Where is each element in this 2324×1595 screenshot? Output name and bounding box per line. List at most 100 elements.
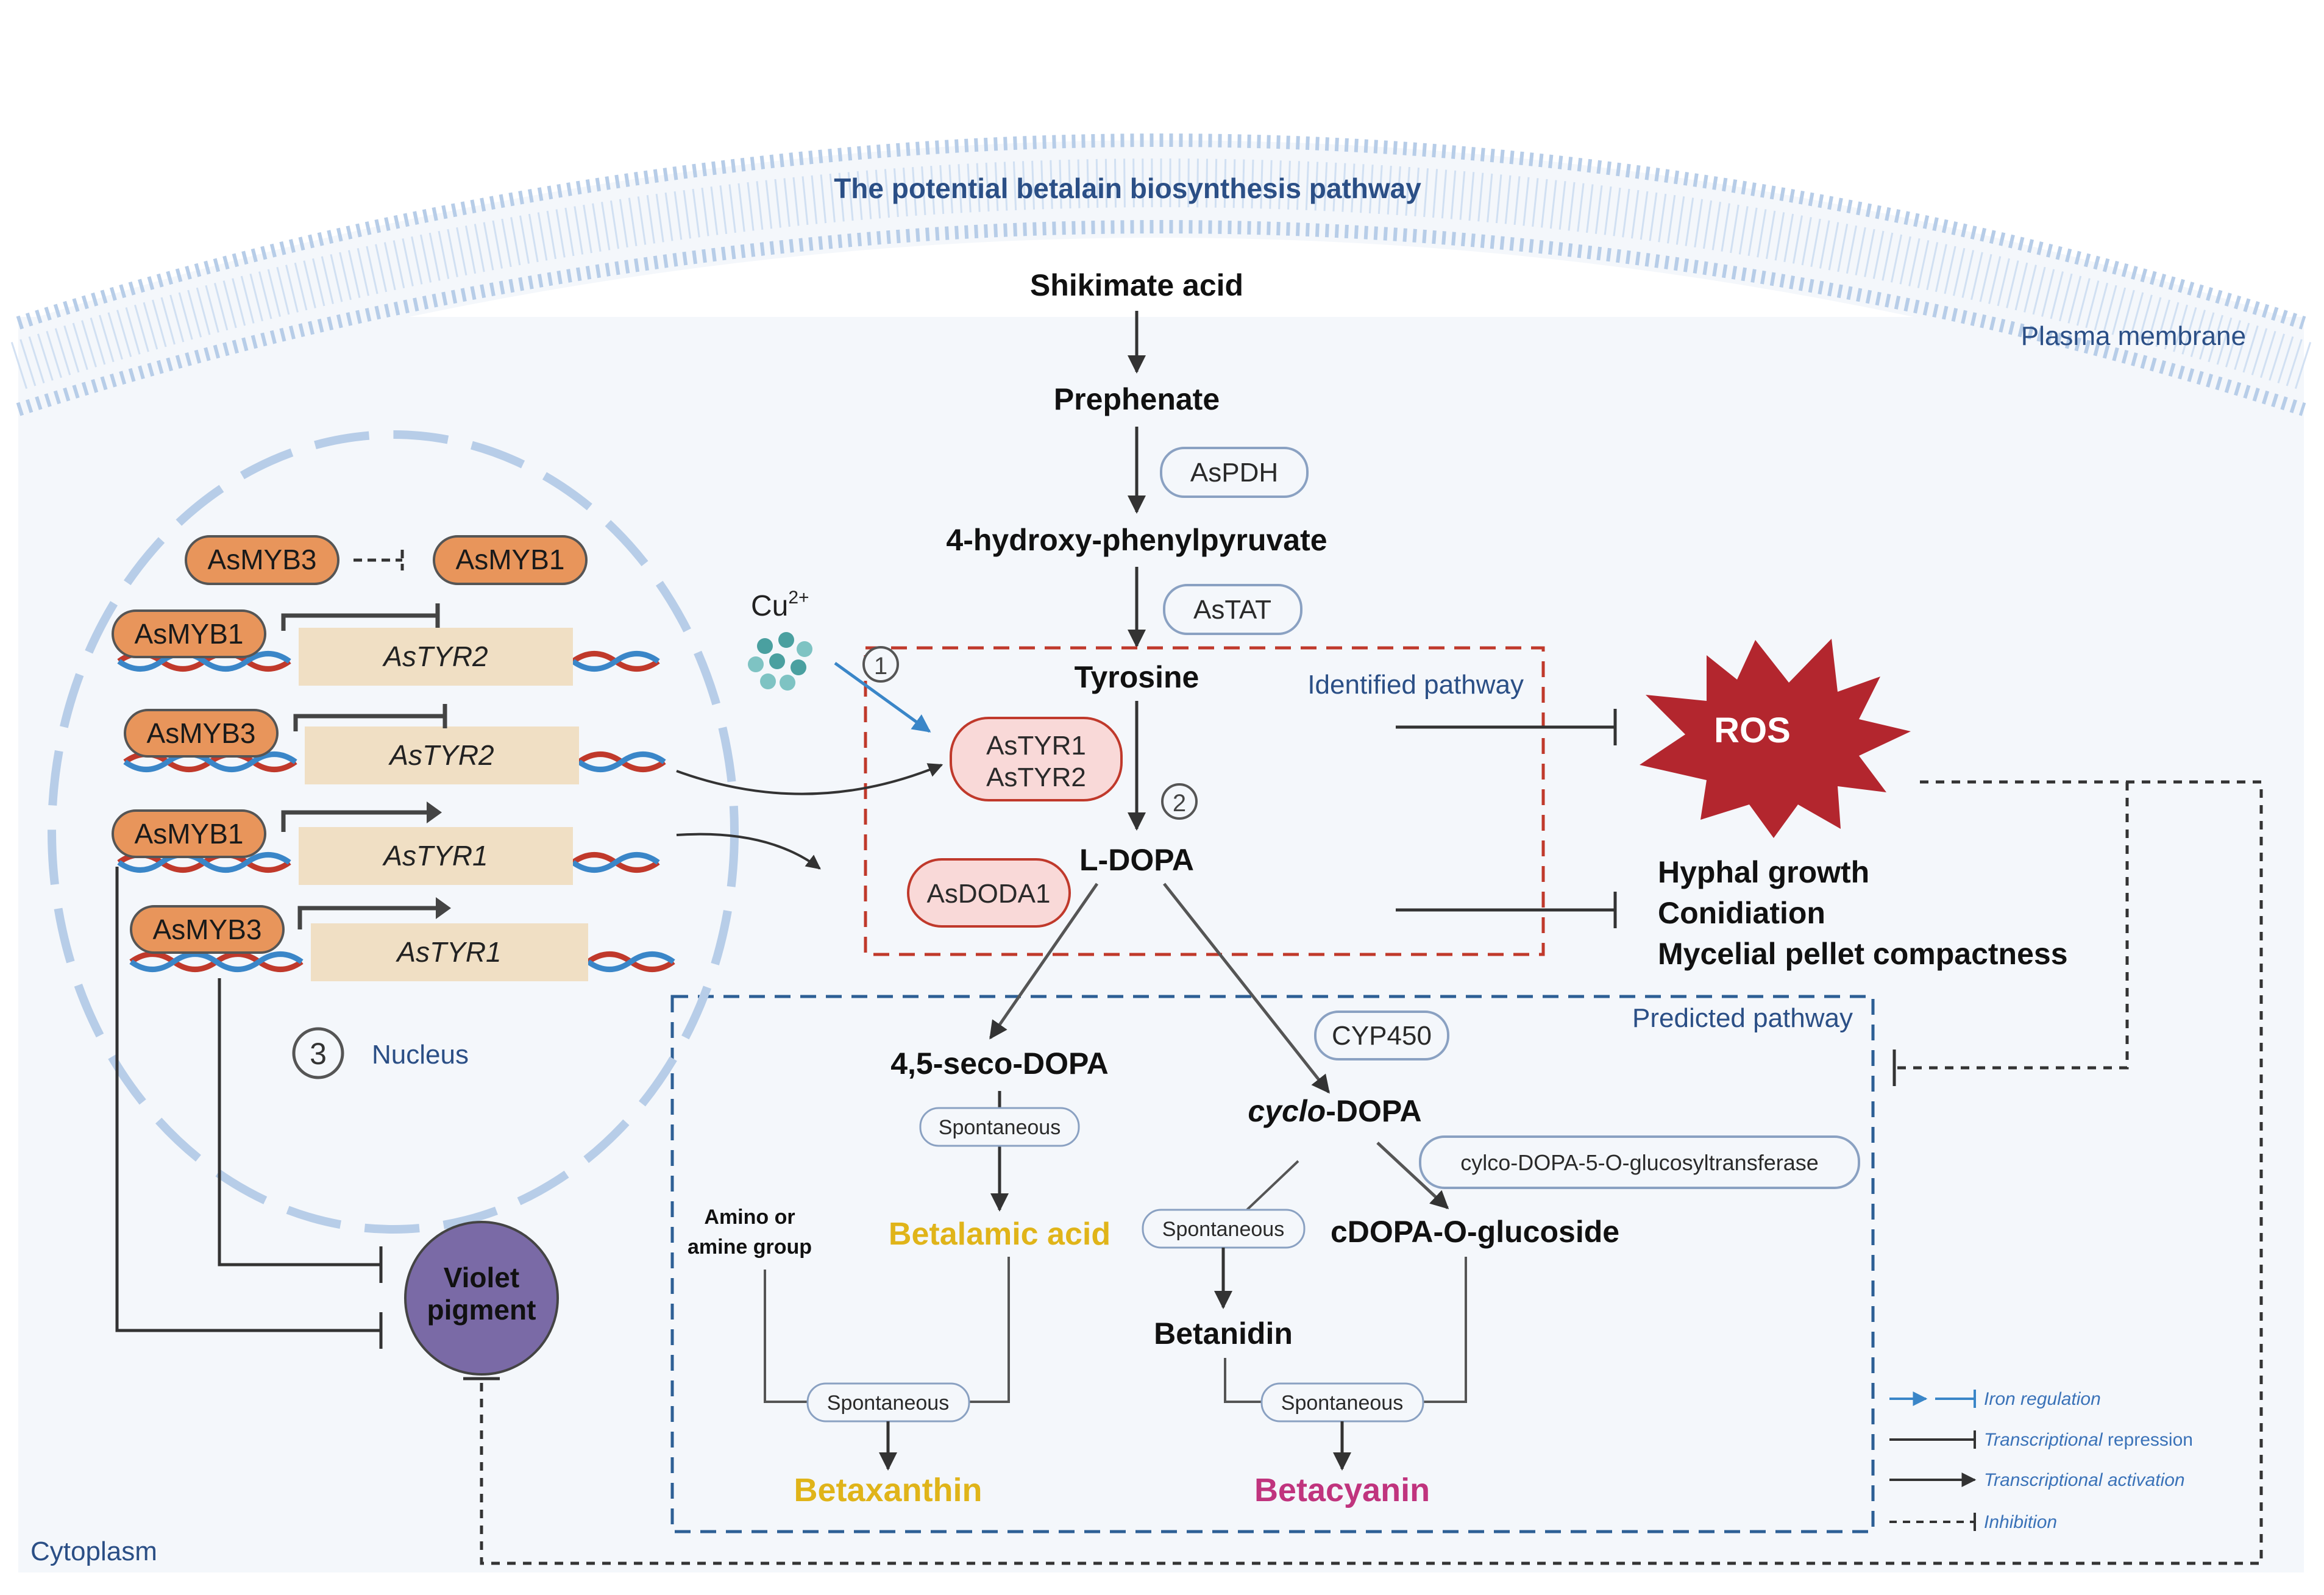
4-hydroxy-phenylpyruvate: 4-hydroxy-phenylpyruvate xyxy=(946,523,1327,557)
svg-text:AsTYR2: AsTYR2 xyxy=(382,641,488,672)
cytoplasm-label: Cytoplasm xyxy=(30,1536,157,1566)
shikimate-acid: Shikimate acid xyxy=(1030,268,1243,302)
svg-text:Transcriptional activation: Transcriptional activation xyxy=(1984,1470,2185,1490)
line-amino-spontaneous xyxy=(764,1270,811,1403)
svg-text:CYP450: CYP450 xyxy=(1332,1021,1432,1051)
arrow-ldopa-seco-dopa xyxy=(989,883,1099,1040)
spontaneous-seco: Spontaneous xyxy=(919,1107,1080,1147)
marker-3: 3 xyxy=(292,1027,344,1079)
diagram-title: The potential betalain biosynthesis path… xyxy=(834,172,1421,204)
nucleus-label: Nucleus xyxy=(372,1040,469,1070)
legend-transcriptional-activation: Transcriptional activation xyxy=(1889,1470,2185,1490)
line-betanidin-spontaneous xyxy=(1224,1358,1265,1403)
myb3-represses-violet xyxy=(218,978,383,1283)
tyrosine: Tyrosine xyxy=(1075,660,1199,694)
cdopa-o-glucoside: cDOPA-O-glucoside xyxy=(1331,1215,1619,1249)
myb3-pill-top: AsMYB3 xyxy=(185,535,339,585)
svg-text:AsTYR1: AsTYR1 xyxy=(395,936,501,968)
myb1-pill-top: AsMYB1 xyxy=(433,535,588,585)
betanidin: Betanidin xyxy=(1154,1316,1293,1351)
l-dopa: L-DOPA xyxy=(1079,843,1194,877)
amino-group-line2: amine group xyxy=(688,1235,812,1259)
marker-2: 2 xyxy=(1161,783,1198,820)
enzyme-cyp450: CYP450 xyxy=(1314,1011,1449,1060)
enzyme-astyr1-astyr2: AsTYR1 AsTYR2 xyxy=(950,717,1123,801)
ldopa-inhibits-phenotypes xyxy=(1396,892,1617,928)
gene-row-myb3-tyr1: AsTYR1 AsMYB3 xyxy=(129,897,675,981)
svg-text:AsDODA1: AsDODA1 xyxy=(927,879,1051,909)
ros-inhibition-dashed-branch xyxy=(1894,782,2129,1070)
arrow-tyr2-expression xyxy=(676,763,943,795)
phenotype-conidiation: Conidiation xyxy=(1658,896,1825,930)
predicted-pathway-label: Predicted pathway xyxy=(1632,1003,1853,1033)
svg-text:Spontaneous: Spontaneous xyxy=(1162,1218,1284,1241)
nucleus-envelope xyxy=(48,430,739,1234)
svg-text:Spontaneous: Spontaneous xyxy=(827,1391,949,1415)
gene-row-myb3-tyr2: AsTYR2 AsMYB3 xyxy=(123,704,666,784)
svg-text:Cu2+: Cu2+ xyxy=(751,588,809,622)
arrow-ldopa-cyclo-dopa xyxy=(1163,883,1330,1094)
enzyme-aspdh: AsPDH xyxy=(1160,447,1309,498)
svg-text:2: 2 xyxy=(1173,790,1186,817)
svg-text:AsMYB3: AsMYB3 xyxy=(147,717,256,749)
myb3-inhibits-myb1 xyxy=(354,550,404,570)
svg-text:1: 1 xyxy=(874,653,887,680)
betalamic-acid: Betalamic acid xyxy=(889,1217,1110,1252)
violet-pigment-label-1: Violet xyxy=(444,1262,519,1293)
4-5-seco-dopa: 4,5-seco-DOPA xyxy=(890,1046,1109,1081)
svg-text:AsMYB1: AsMYB1 xyxy=(135,818,244,850)
legend-inhibition: Inhibition xyxy=(1889,1512,2057,1532)
legend-iron-regulation: Iron regulation xyxy=(1889,1389,2101,1409)
svg-text:Inhibition: Inhibition xyxy=(1984,1512,2057,1532)
svg-text:AsMYB1: AsMYB1 xyxy=(135,618,244,650)
spontaneous-betacyanin: Spontaneous xyxy=(1260,1382,1424,1423)
violet-pigment-label-2: pigment xyxy=(427,1294,536,1326)
svg-text:AsTYR2: AsTYR2 xyxy=(986,762,1086,792)
enzyme-astat: AsTAT xyxy=(1163,584,1302,635)
enzyme-asdoda1: AsDODA1 xyxy=(907,858,1071,928)
betaxanthin: Betaxanthin xyxy=(794,1472,982,1508)
legend: Iron regulation Transcriptional repressi… xyxy=(1889,1389,2193,1532)
svg-text:AsTYR1: AsTYR1 xyxy=(986,731,1086,761)
spontaneous-betaxanthin: Spontaneous xyxy=(806,1382,970,1423)
cyclo-dopa: cyclo-DOPA xyxy=(1248,1094,1421,1128)
line-glucoside-spontaneous xyxy=(1420,1257,1467,1403)
enzyme-glucosyltransferase: cylco-DOPA-5-O-glucosyltransferase xyxy=(1419,1135,1860,1189)
ros-label: ROS xyxy=(1714,711,1791,750)
prephenate: Prephenate xyxy=(1054,382,1220,416)
myb1-represses-violet xyxy=(115,867,383,1349)
identified-pathway-label: Identified pathway xyxy=(1307,670,1524,700)
copper-ions: Cu2+ xyxy=(748,588,812,691)
gene-row-myb1-tyr2: AsTYR2 AsMYB1 xyxy=(112,603,660,686)
svg-text:AsMYB3: AsMYB3 xyxy=(153,914,262,945)
svg-text:AsTYR1: AsTYR1 xyxy=(382,840,488,872)
plasma-membrane-label: Plasma membrane xyxy=(2021,321,2246,351)
phenotype-pellet-compactness: Mycelial pellet compactness xyxy=(1658,937,2068,971)
svg-text:AsPDH: AsPDH xyxy=(1190,458,1278,488)
legend-transcriptional-repression: Transcriptional repression xyxy=(1889,1430,2193,1450)
gene-row-myb1-tyr1: AsTYR1 AsMYB1 xyxy=(112,801,660,885)
svg-text:Spontaneous: Spontaneous xyxy=(1281,1391,1403,1415)
svg-text:cylco-DOPA-5-O-glucosyltransfe: cylco-DOPA-5-O-glucosyltransferase xyxy=(1460,1150,1819,1175)
betacyanin: Betacyanin xyxy=(1254,1472,1430,1508)
arrow-cyclo-cdopa-glucoside xyxy=(1376,1142,1449,1210)
arrow-copper-tyr xyxy=(834,661,931,733)
svg-text:AsMYB3: AsMYB3 xyxy=(208,544,317,575)
svg-text:AsTAT: AsTAT xyxy=(1193,595,1271,625)
violet-pigment xyxy=(404,1221,559,1376)
svg-text:AsMYB1: AsMYB1 xyxy=(456,544,565,575)
marker-1: 1 xyxy=(862,646,899,683)
predicted-pathway-box xyxy=(670,995,1875,1533)
svg-text:AsTYR2: AsTYR2 xyxy=(388,739,494,771)
tyrosine-inhibits-ros xyxy=(1396,709,1617,745)
svg-text:Transcriptional repression: Transcriptional repression xyxy=(1984,1430,2193,1450)
svg-text:Iron regulation: Iron regulation xyxy=(1984,1389,2101,1409)
arrow-tyr1-expression xyxy=(676,833,821,870)
plasma-membrane xyxy=(10,133,2312,421)
phenotype-hyphal-growth: Hyphal growth xyxy=(1658,855,1869,889)
ros-burst xyxy=(1640,639,1911,838)
svg-text:Spontaneous: Spontaneous xyxy=(939,1116,1061,1139)
line-betalamic-spontaneous xyxy=(966,1257,1010,1403)
